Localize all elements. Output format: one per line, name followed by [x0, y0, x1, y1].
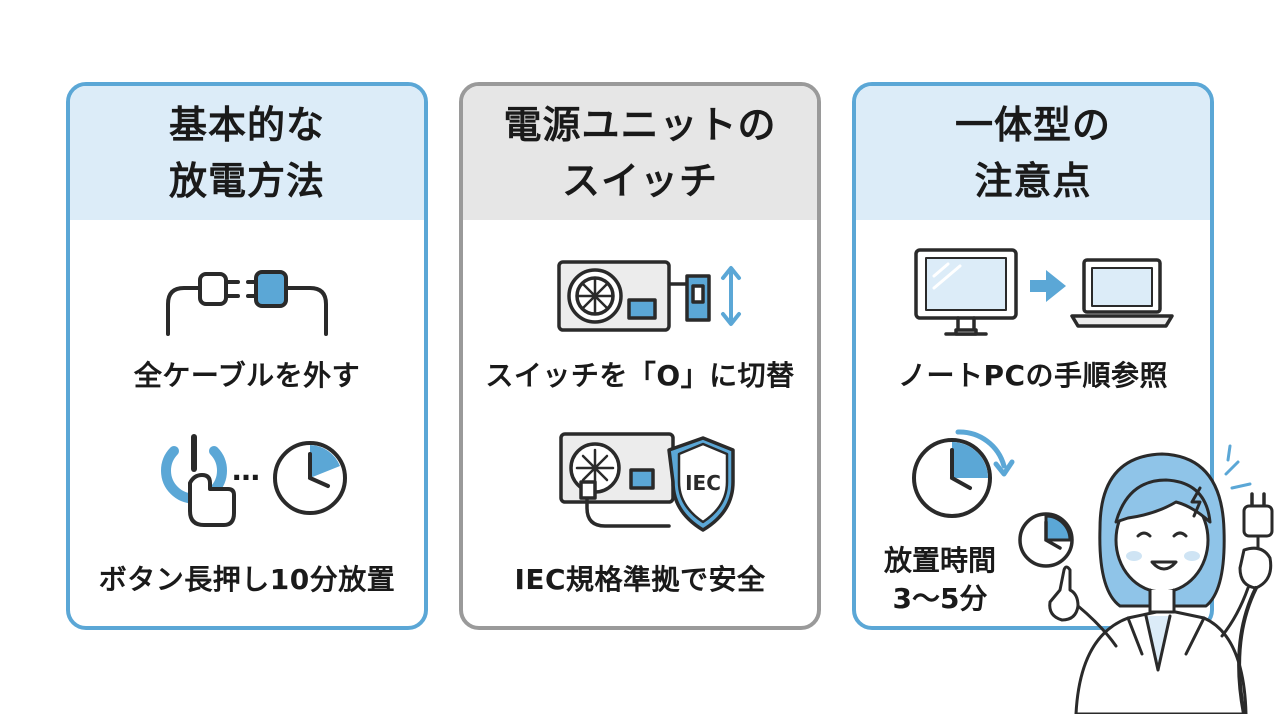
- card-title-line2: スイッチ: [561, 159, 718, 203]
- wait-time-label: 放置時間 3～5分: [870, 542, 1010, 618]
- iec-shield-icon: IEC: [559, 432, 735, 532]
- dots-separator: …: [232, 454, 260, 487]
- arrow-right-icon: [1030, 270, 1066, 302]
- step-remove-cables: 全ケーブルを外す: [133, 359, 361, 392]
- card-basic-discharge: 基本的な 放電方法 全ケーブルを外す … ボタン長押し10分放置: [66, 82, 428, 630]
- step-switch-off: スイッチを「O」に切替: [485, 359, 795, 392]
- clock-icon: [273, 441, 347, 515]
- card-header: 電源ユニットの スイッチ: [463, 86, 817, 220]
- step-hold-button: ボタン長押し10分放置: [98, 563, 396, 596]
- step-iec-safe: IEC規格準拠で安全: [514, 563, 766, 596]
- power-button-icon: [161, 434, 236, 527]
- card-header: 一体型の 注意点: [856, 86, 1210, 220]
- plug-unplug-icon: [166, 270, 328, 336]
- card-title-line2: 放電方法: [168, 159, 325, 203]
- card-title-line1: 一体型の: [954, 103, 1111, 147]
- wait-line2: 3～5分: [892, 582, 988, 615]
- character-illustration: [1018, 444, 1274, 714]
- card-psu-switch: 電源ユニットの スイッチ スイッチを「O」に切替: [459, 82, 821, 630]
- timer-icon: [912, 429, 1015, 518]
- psu-switch-icon: [557, 260, 741, 332]
- wait-line1: 放置時間: [883, 544, 996, 577]
- step-refer-laptop: ノートPCの手順参照: [897, 359, 1169, 392]
- monitor-to-laptop-icon: [914, 248, 1174, 336]
- card-title-line1: 基本的な: [168, 103, 325, 147]
- card-header: 基本的な 放電方法: [70, 86, 424, 220]
- card-title-line1: 電源ユニットの: [503, 103, 777, 147]
- shield-label: IEC: [685, 471, 721, 495]
- card-title-line2: 注意点: [974, 159, 1092, 203]
